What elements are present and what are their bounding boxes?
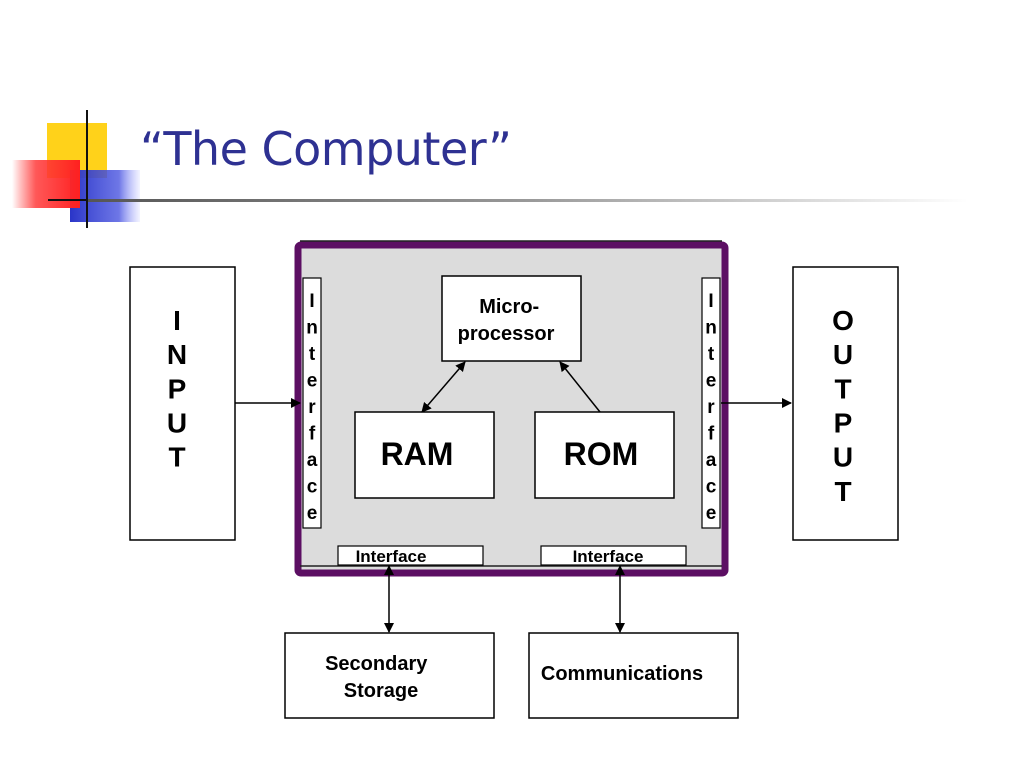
interface-bottom-right: Interface <box>540 545 687 566</box>
title-underline <box>88 199 968 202</box>
vertical-letter: e <box>706 503 717 524</box>
vertical-letter: n <box>705 318 717 339</box>
vertical-letter: U <box>167 407 187 438</box>
vertical-letter: a <box>307 450 318 471</box>
communications-label: Communications <box>541 663 703 685</box>
slide-title: “The Computer” <box>140 122 512 176</box>
vertical-letter: I <box>708 291 713 312</box>
vertical-letter: c <box>307 477 318 498</box>
arrow-ram-microprocessor <box>421 361 466 413</box>
vertical-letter: N <box>167 339 187 370</box>
vertical-letter: T <box>834 373 851 404</box>
secondary-storage-line1: Secondary <box>325 653 428 675</box>
vertical-letter: e <box>706 371 717 392</box>
vertical-letter: e <box>307 503 318 524</box>
interface-bottom-left-label: Interface <box>356 547 427 566</box>
communications-block: Communications <box>528 632 739 719</box>
vertical-letter: f <box>309 424 316 445</box>
vertical-letter: U <box>833 442 853 473</box>
vertical-letter: U <box>833 339 853 370</box>
vertical-letter: c <box>706 477 717 498</box>
vertical-letter: r <box>707 397 715 418</box>
interface-bottom-right-label: Interface <box>573 547 644 566</box>
vertical-letter: n <box>306 318 318 339</box>
vertical-letter: O <box>832 305 854 336</box>
vertical-letter: t <box>309 344 316 365</box>
rom-label: ROM <box>564 436 639 472</box>
microprocessor-block: Micro- processor <box>441 275 582 362</box>
vertical-letter: T <box>834 476 851 507</box>
vertical-letter: r <box>308 397 316 418</box>
ram-block: RAM <box>354 411 495 499</box>
vertical-letter: I <box>173 305 181 336</box>
vertical-letter: I <box>309 291 314 312</box>
secondary-storage-label: Secondary Storage <box>325 653 433 702</box>
interface-bottom-left: Interface <box>337 545 484 566</box>
vertical-letter: a <box>706 450 717 471</box>
vertical-letter: P <box>168 373 187 404</box>
corner-decoration-graphic <box>12 110 140 228</box>
ram-label: RAM <box>381 436 454 472</box>
vertical-letter: e <box>307 371 318 392</box>
microprocessor-label-line2: processor <box>458 323 555 345</box>
microprocessor-label: Micro- processor <box>458 296 555 345</box>
vertical-letter: f <box>708 424 715 445</box>
microprocessor-label-line1: Micro- <box>479 296 539 318</box>
vertical-letter: P <box>834 407 853 438</box>
secondary-storage-line2: Storage <box>344 680 418 702</box>
vertical-letter: t <box>708 344 715 365</box>
vertical-letter: T <box>168 442 185 473</box>
arrow-rom-to-microprocessor <box>559 361 601 413</box>
secondary-storage-block: Secondary Storage <box>284 632 495 719</box>
corner-decoration <box>0 100 150 230</box>
rom-block: ROM <box>534 411 675 499</box>
